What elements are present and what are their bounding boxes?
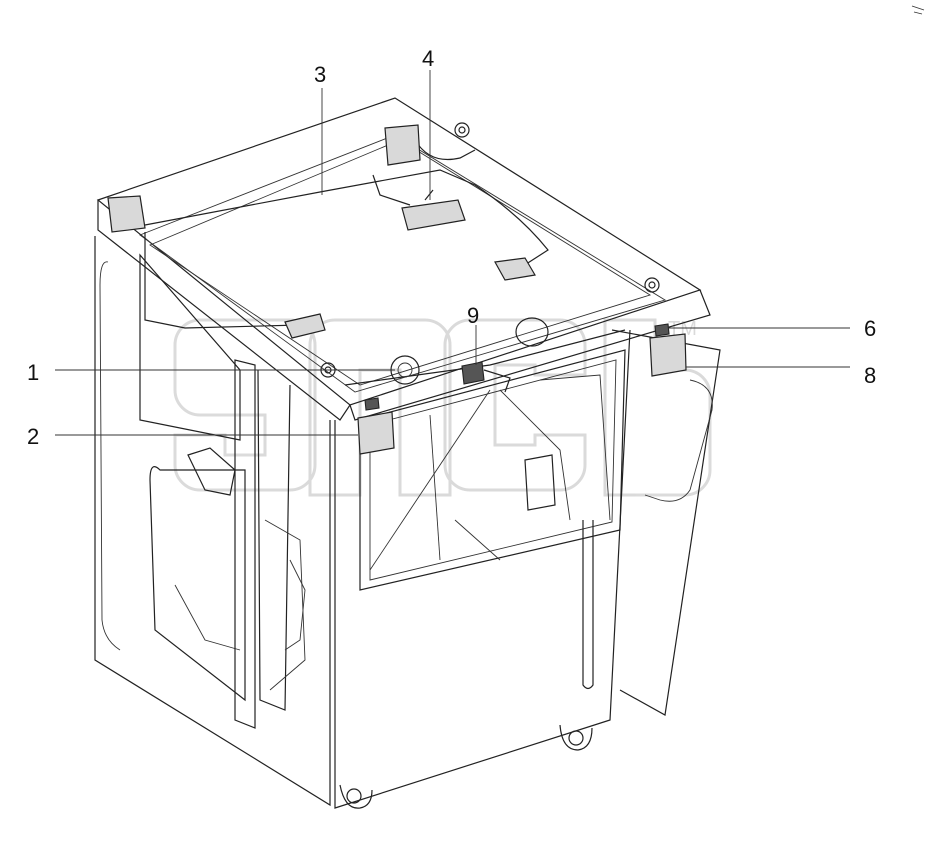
callout-labels: 1 2 3 4 6 8 9 xyxy=(27,46,876,449)
bracket-left xyxy=(364,397,380,411)
front-right-lamp xyxy=(649,333,687,377)
callout-9: 9 xyxy=(467,303,479,328)
leader-lines xyxy=(55,70,850,436)
watermark-tm: TM xyxy=(668,318,697,340)
roof-switch-left xyxy=(284,313,326,339)
controller-unit xyxy=(401,199,466,231)
wiring-harness xyxy=(144,139,626,386)
callout-8: 8 xyxy=(864,363,876,388)
rear-right-lamp xyxy=(384,124,421,166)
callout-6: 6 xyxy=(864,316,876,341)
callout-2: 2 xyxy=(27,424,39,449)
roof-parts xyxy=(107,124,687,455)
front-left-lamp xyxy=(357,411,395,455)
callout-1: 1 xyxy=(27,360,39,385)
callout-3: 3 xyxy=(314,62,326,87)
roof-switch xyxy=(494,257,536,281)
callout-4: 4 xyxy=(422,46,434,71)
corner-mark xyxy=(911,5,925,15)
bracket xyxy=(654,323,670,337)
cab-body xyxy=(94,97,721,809)
wiper-motor xyxy=(461,361,485,385)
rear-left-lamp xyxy=(107,195,146,233)
watermark-logo: TM xyxy=(173,318,712,497)
dome-light xyxy=(515,317,549,347)
